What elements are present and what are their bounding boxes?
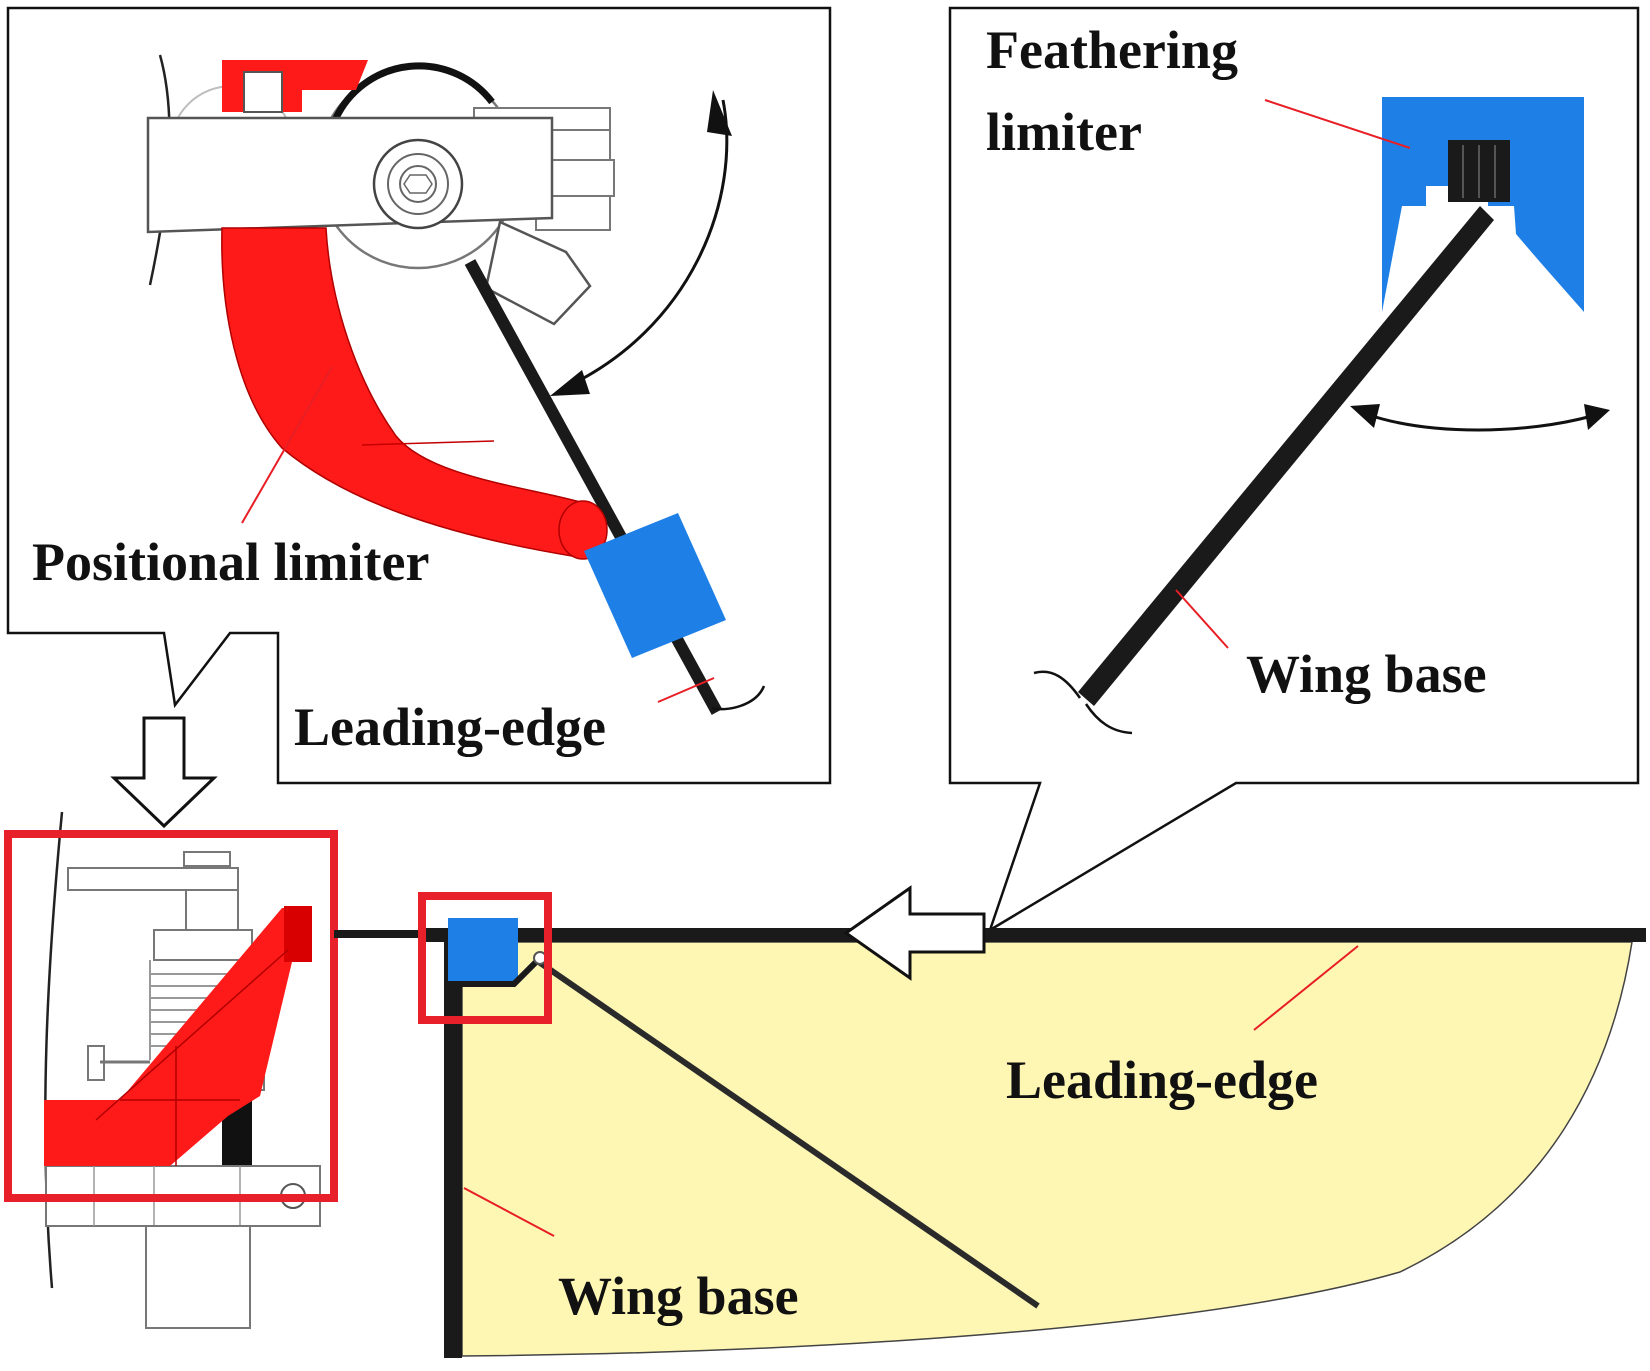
highlight-frame-positional [4,830,338,1202]
positional-limiter-assembly [82,908,310,1166]
feathering-limiter-block [1382,97,1584,312]
main-arm [146,116,554,234]
feathering-arc [1365,412,1593,432]
limiter-foot [44,1100,82,1166]
angled-clamp [484,220,592,326]
wing-membrane [461,941,1633,1357]
shaft-upper [185,889,239,931]
corner-bracket [446,959,539,987]
leader-wing-base-main [463,1187,555,1237]
arrow-head-up-icon [707,90,732,136]
leader-positional-limiter [241,366,333,524]
assembly-mechanism [4,716,338,1329]
label-feathering-limiter-line1: Feathering [986,20,1238,80]
hook-tip [558,500,608,560]
label-wing-base-detail: Wing base [1246,644,1487,704]
diagonal-spar [534,957,1040,1309]
pulley-belt [332,62,495,120]
wing-base-rod [1078,206,1494,706]
label-feathering-limiter-line2: limiter [986,102,1142,162]
arrow-head-right-icon [1584,404,1610,430]
limiter-edge-1 [95,949,289,1121]
hex-socket [403,174,433,194]
leader-wing-base-detail [1175,589,1229,649]
arrow-head-left-icon [1350,404,1380,428]
leader-feathering-limiter [1264,99,1411,149]
leader-leading-edge-main [1253,945,1359,1031]
wing-base-spar [444,940,462,1358]
leading-edge-spar [420,928,1646,942]
label-wing-base-main: Wing base [558,1266,799,1326]
rotation-arc [563,99,729,390]
wing-assembly: Leading-edge Wing base [334,885,1646,1358]
lower-cylinder [145,1225,251,1329]
blue-block-positional [584,513,726,658]
callout-feathering-limiter: Feathering limiter Wing base [948,6,1640,933]
hook-edge-line [361,440,495,446]
highlight-frame-feathering [418,892,552,1024]
label-leading-edge-detail: Leading-edge [294,697,606,757]
upper-plate [67,867,239,891]
pulley-hub [153,929,253,961]
bracket-block [243,71,283,113]
rod-end-curl [711,685,766,711]
plate-bolt-head [183,851,231,867]
zoom-arrow-down-icon [110,716,218,829]
limiter-clip [284,906,312,962]
wing-rod-end-curl [1033,670,1133,735]
zoom-arrow-left-icon [843,885,986,981]
leader-leading-edge-detail [657,677,715,703]
arrow-head-down-icon [550,370,590,396]
blue-block-assembly [448,918,518,984]
label-positional-limiter: Positional limiter [32,532,429,592]
label-leading-edge-main: Leading-edge [1006,1050,1318,1110]
callout-positional-limiter: Positional limiter Leading-edge [6,6,832,785]
